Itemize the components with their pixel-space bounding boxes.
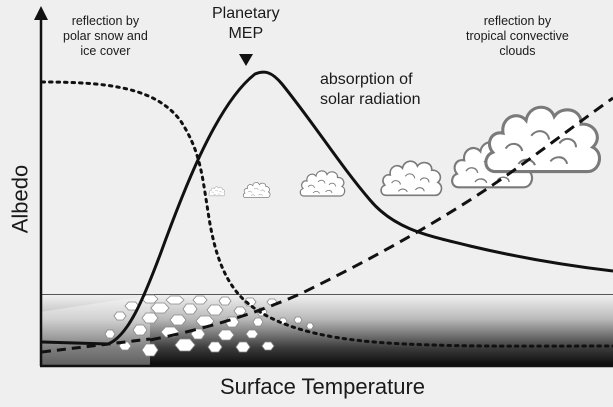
ice-floe-icon <box>207 341 223 353</box>
polar-reflection-line-3: ice cover <box>80 44 131 58</box>
y-axis-arrowhead <box>34 6 48 20</box>
y-axis-label: Albedo <box>7 164 33 234</box>
peak-marker-icon <box>239 54 253 66</box>
planetary-mep-label: Planetary MEP <box>212 4 280 44</box>
mep-curve <box>41 70 613 346</box>
ice-floe-icon <box>235 341 251 353</box>
tropical-reflection-line-2: tropical convective <box>466 29 569 43</box>
tropical-albedo-curve <box>149 96 613 342</box>
ice-floe-icon <box>218 296 232 306</box>
cloud-icon <box>380 160 443 197</box>
ice-floe-icon <box>113 311 127 321</box>
ice-floe-icon <box>165 295 185 305</box>
polar-albedo-curve <box>40 80 613 348</box>
polar-reflection-label: reflection by polar snow and ice cover <box>63 14 148 59</box>
cloud-icon <box>486 107 600 171</box>
ice-floe-icon <box>141 312 159 324</box>
tropical-reflection-line-1: reflection by <box>483 14 552 28</box>
ice-floe-icon <box>217 329 235 341</box>
planetary-mep-line-1: Planetary <box>212 5 280 22</box>
ice-floe-icon <box>192 295 208 305</box>
ice-floe-icon <box>245 329 259 339</box>
x-axis-label: Surface Temperature <box>220 374 426 399</box>
ice-floe-icon <box>182 303 198 315</box>
ice-floe-icon <box>104 329 116 339</box>
ice-floe-icon <box>169 314 187 326</box>
cloud-icon <box>299 170 346 197</box>
ice-floe-icon <box>141 343 159 357</box>
ice-floe-icon <box>132 324 148 336</box>
ice-floe-icon <box>206 304 224 316</box>
polar-reflection-line-2: polar snow and <box>63 29 148 43</box>
absorption-line-1: absorption of <box>320 71 413 88</box>
ice-floe-icon <box>233 306 247 316</box>
ice-floe-icon <box>141 294 159 304</box>
polar-reflection-line-1: reflection by <box>71 14 140 28</box>
ice-floe-icon <box>306 322 314 330</box>
ice-floe-icon <box>150 302 170 314</box>
tropical-reflection-label: reflection by tropical convective clouds <box>466 14 569 59</box>
ice-floes <box>104 294 314 357</box>
ice-floe-icon <box>195 315 215 327</box>
ice-floe-icon <box>293 316 303 324</box>
absorption-label: absorption of solar radiation <box>320 70 421 110</box>
ice-floe-icon <box>252 317 264 327</box>
planetary-mep-line-2: MEP <box>228 25 264 42</box>
tropical-reflection-line-3: clouds <box>499 44 536 58</box>
cloud-icon <box>208 186 226 197</box>
cloud-icon <box>242 182 271 198</box>
baseline-dash <box>41 337 151 354</box>
ice-floe-icon <box>174 338 196 352</box>
ice-floe-icon <box>261 341 275 351</box>
absorption-line-2: solar radiation <box>320 91 421 108</box>
